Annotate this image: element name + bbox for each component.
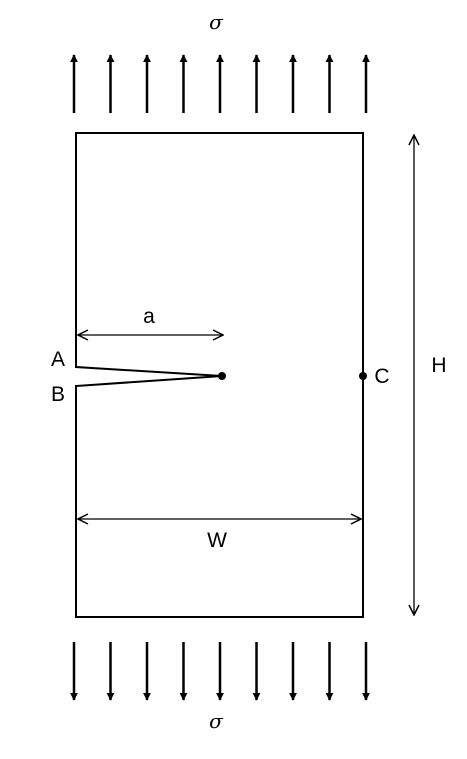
point-c-label: C: [374, 365, 389, 388]
height-label: H: [431, 354, 446, 377]
width-label: W: [207, 529, 227, 552]
point-b-label: B: [51, 383, 65, 406]
bottom-load-arrows: [70, 642, 370, 701]
sigma-top-label: σ: [209, 10, 224, 34]
specimen-outline: [75, 132, 364, 618]
point-c-dot: [359, 372, 367, 380]
crack-tip-point: [218, 372, 226, 380]
top-load-arrows: [70, 54, 370, 113]
point-a-label: A: [51, 348, 65, 371]
sigma-bottom-label: σ: [209, 709, 224, 733]
crack-length-label: a: [143, 305, 155, 328]
